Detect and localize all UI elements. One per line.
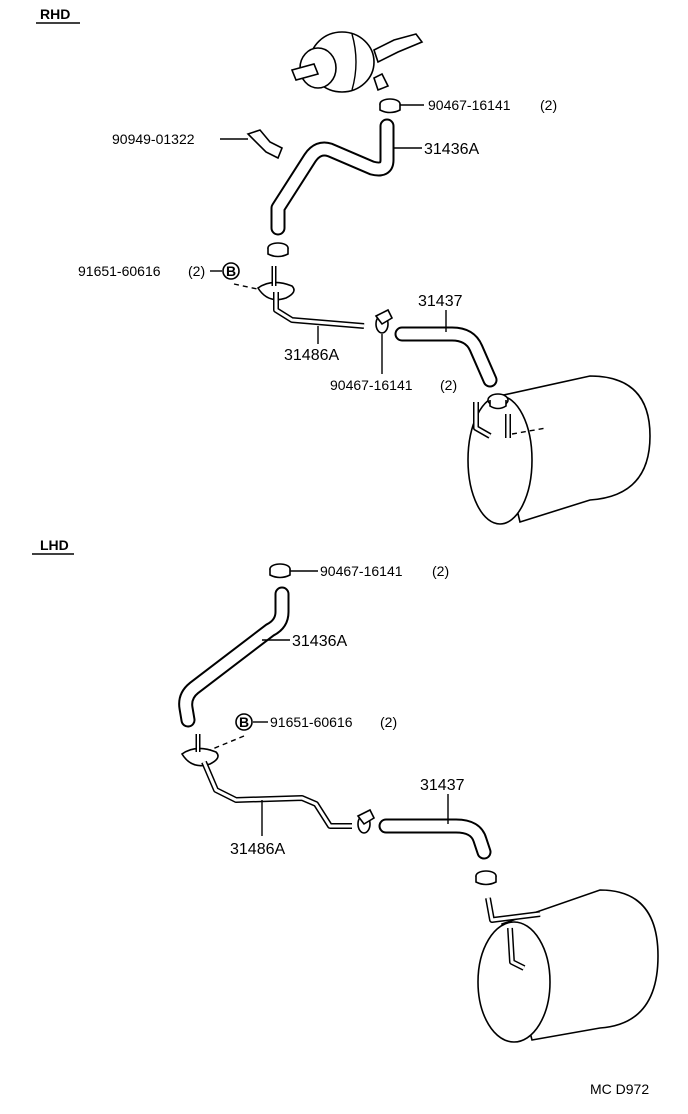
rhd-hose-upper-partno: 31436A xyxy=(424,141,479,158)
lhd-hose-lower-partno: 31437 xyxy=(420,777,465,794)
rhd-bolt: 91651-60616 (2) B xyxy=(78,262,263,291)
lhd-section-title: LHD xyxy=(40,537,69,553)
lhd-pipe-partno: 31486A xyxy=(230,841,285,858)
lhd-section: LHD 90467-16141 (2) 31436A B 91651-60616… xyxy=(32,537,659,1043)
bracket-shape xyxy=(246,129,284,160)
rhd-section-title: RHD xyxy=(40,6,70,22)
lhd-vacuum-tank xyxy=(477,889,659,1043)
diagram-code: MC D972 xyxy=(590,1081,649,1097)
rhd-vacuum-pipe: 31486A xyxy=(256,266,365,364)
rhd-bolt-qty: (2) xyxy=(188,263,205,279)
clamp-band xyxy=(379,104,401,114)
lhd-bolt-mark: B xyxy=(239,714,249,730)
rhd-vacuum-tank xyxy=(467,375,651,525)
booster-rod xyxy=(290,63,320,81)
rhd-hose-lower-partno: 31437 xyxy=(418,293,463,310)
rhd-vacuum-hose-upper: 31436A xyxy=(270,118,479,236)
rhd-clamp-pipe xyxy=(267,242,289,258)
lhd-clamp-top-partno: 90467-16141 xyxy=(320,563,403,579)
lhd-clamp-top: 90467-16141 (2) xyxy=(269,563,449,579)
lhd-clamp-top-qty: (2) xyxy=(432,563,449,579)
lhd-hose-upper-partno: 31436A xyxy=(292,633,347,650)
rhd-clamp-mid: 90467-16141 (2) xyxy=(330,308,457,393)
booster-pushrod xyxy=(373,33,424,64)
lhd-vacuum-hose-lower: 31437 xyxy=(378,777,492,860)
rhd-vacuum-hose-lower: 31437 xyxy=(394,293,498,388)
lhd-clamp-mid xyxy=(356,808,376,834)
rhd-clamp-top: 90467-16141 (2) xyxy=(379,97,557,114)
booster-seam xyxy=(351,33,357,91)
lhd-vacuum-pipe: 31486A xyxy=(180,734,352,858)
lhd-clamp-lower xyxy=(475,870,497,886)
rhd-clamp-top-qty: (2) xyxy=(540,97,557,113)
lhd-bolt-qty: (2) xyxy=(380,714,397,730)
lhd-vacuum-hose-upper: 31436A xyxy=(178,586,347,728)
lhd-tank-end-cap xyxy=(477,921,551,1043)
rhd-bolt-mark: B xyxy=(226,263,236,279)
rhd-clamp-mid-partno: 90467-16141 xyxy=(330,377,413,393)
rhd-pipe-partno: 31486A xyxy=(284,347,339,364)
lhd-bolt: B 91651-60616 (2) xyxy=(209,713,397,751)
rhd-bolt-partno: 91651-60616 xyxy=(78,263,161,279)
rhd-section: RHD 90467-16141 (2) 31436A xyxy=(36,6,651,525)
rhd-bolt-mark-circle xyxy=(222,262,240,280)
rhd-hose-bracket: 90949-01322 xyxy=(112,129,284,160)
rhd-bracket-partno: 90949-01322 xyxy=(112,131,195,147)
lhd-bolt-partno: 91651-60616 xyxy=(270,714,353,730)
rhd-clamp-mid-qty: (2) xyxy=(440,377,457,393)
rhd-clamp-top-partno: 90467-16141 xyxy=(428,97,511,113)
booster-stud xyxy=(373,72,390,92)
rhd-brake-booster xyxy=(290,31,424,93)
